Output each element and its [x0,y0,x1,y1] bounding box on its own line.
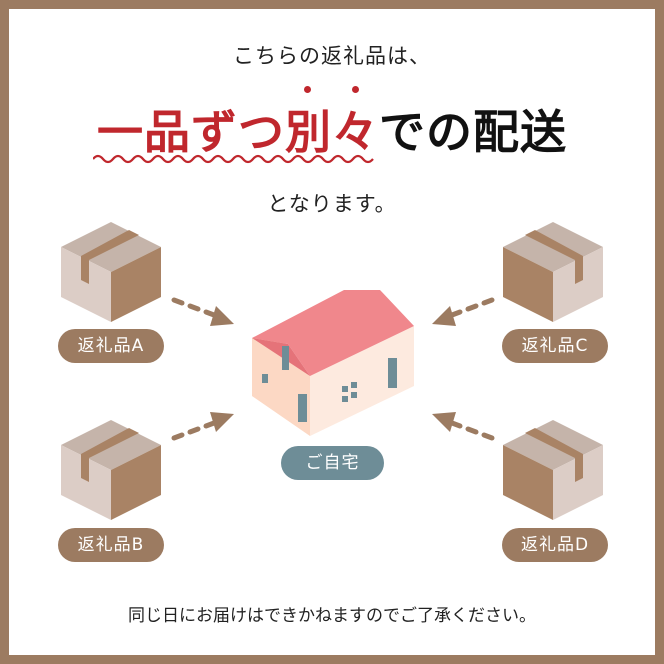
emphasis-dot [304,86,311,93]
arrow-icon [432,412,495,441]
house-icon [252,290,414,436]
package-icon [61,420,161,520]
item-label-b: 返礼品B [58,528,164,562]
home-label: ご自宅 [281,446,384,480]
item-label-c: 返礼品C [502,329,608,363]
emphasis-dots [0,86,664,96]
emphasis-dot [352,86,359,93]
wavy-underline [93,154,374,164]
package-icon [503,222,603,322]
sub-text: となります。 [267,192,397,216]
headline-emphasis: 一品ずつ別々 [97,105,379,159]
headline-rest: での配送 [379,105,567,159]
package-icon [61,222,161,322]
arrow-icon [171,297,234,326]
footer-note: 同じ日にお届けはできかねますのでご了承ください。 [128,606,536,626]
headline: 一品ずつ別々での配送 [0,96,664,162]
package-icon [503,420,603,520]
arrow-icon [432,297,495,326]
item-label-a: 返礼品A [58,329,164,363]
arrow-icon [171,412,234,441]
item-label-d: 返礼品D [502,528,608,562]
intro-text: こちらの返礼品は、 [233,44,431,68]
